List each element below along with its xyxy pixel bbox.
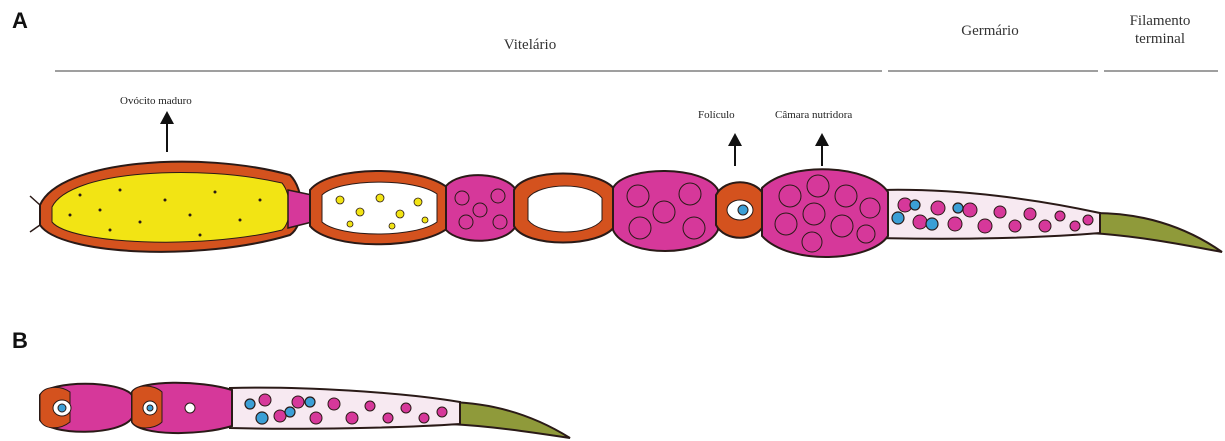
vitellogenic-follicle-2 bbox=[310, 171, 448, 244]
ovariole-b bbox=[40, 383, 570, 438]
arrow-mature-oocyte bbox=[160, 111, 174, 152]
small-follicle bbox=[716, 182, 764, 238]
nurse-chamber-medium bbox=[613, 171, 718, 251]
terminal-filament-b bbox=[450, 402, 570, 438]
arrow-nurse-chamber bbox=[815, 133, 829, 166]
follicle-chain-b bbox=[40, 383, 232, 433]
nurse-chamber-large bbox=[762, 169, 888, 257]
nurse-chamber-small bbox=[446, 175, 516, 241]
interfollicular-stalk-1 bbox=[288, 190, 312, 228]
arrow-follicle bbox=[728, 133, 742, 166]
previtellogenic-follicle-3 bbox=[514, 174, 615, 243]
terminal-filament-a bbox=[1090, 213, 1222, 252]
ovariole-a bbox=[30, 162, 1222, 257]
mature-oocyte bbox=[30, 162, 301, 252]
